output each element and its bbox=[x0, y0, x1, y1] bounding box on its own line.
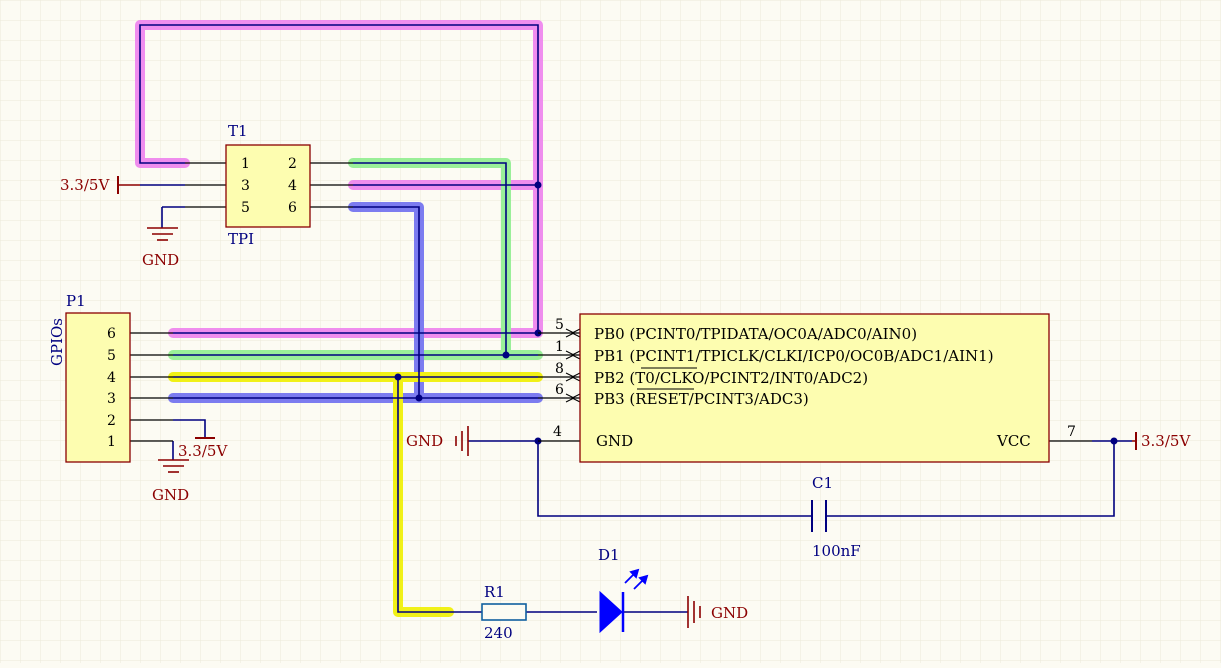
wire-c1-left[interactable] bbox=[537, 441, 812, 517]
junctions bbox=[394, 181, 1118, 445]
u1-pin-label-pb3: PB3 (RESET/PCINT3/ADC3) bbox=[594, 390, 809, 408]
u1-pin-label-pb2: PB2 (T0/CLKO/PCINT2/INT0/ADC2) bbox=[594, 369, 868, 387]
u1-vcc-power-label: 3.3/5V bbox=[1141, 432, 1191, 450]
u1-body[interactable] bbox=[579, 313, 1050, 463]
p1-pin-6: 6 bbox=[107, 326, 116, 342]
c1-value: 100nF bbox=[812, 542, 861, 560]
junction-dot bbox=[1110, 437, 1118, 445]
p1-pin-1: 1 bbox=[107, 434, 116, 450]
u1-pin-number-pb2: 8 bbox=[555, 361, 564, 377]
u1-gnd-label: GND bbox=[596, 432, 633, 450]
led-icon bbox=[599, 590, 623, 634]
t1-vcc-label: 3.3/5V bbox=[60, 176, 110, 194]
junction-dot bbox=[415, 394, 423, 402]
wire-t1-gnd[interactable] bbox=[161, 206, 185, 228]
u1-pin-number-pb1: 1 bbox=[555, 339, 564, 355]
t1-pin-4: 4 bbox=[288, 178, 297, 194]
r1-value: 240 bbox=[484, 624, 513, 642]
u1-vcc-label: VCC bbox=[996, 432, 1031, 450]
led-gnd-label: GND bbox=[711, 604, 748, 622]
wires bbox=[139, 24, 1132, 613]
c1-designator: C1 bbox=[812, 474, 833, 492]
junction-dot bbox=[394, 373, 402, 381]
p1-pin-4: 4 bbox=[107, 370, 116, 386]
junction-dot bbox=[502, 351, 510, 359]
u1-gnd-symbol[interactable]: GND bbox=[406, 426, 490, 456]
t1-pin-2: 2 bbox=[288, 156, 297, 172]
u1-pin-number-pb0: 5 bbox=[555, 317, 564, 333]
p1-pin-5: 5 bbox=[107, 348, 116, 364]
wire-tpidata[interactable] bbox=[139, 24, 539, 334]
wire-c1-right[interactable] bbox=[826, 441, 1115, 517]
p1-comment: GPIOs bbox=[48, 318, 66, 366]
component-t1[interactable]: T1 TPI 1 2 3 4 5 6 bbox=[185, 122, 353, 248]
component-u1[interactable]: 5 1 8 6 4 7 PB0 (PCINT0/TPIDATA/OC0A/ADC… bbox=[538, 313, 1092, 463]
t1-comment: TPI bbox=[228, 230, 254, 248]
t1-pin-3: 3 bbox=[241, 178, 250, 194]
p1-vcc-port[interactable]: 3.3/5V bbox=[178, 437, 228, 460]
component-d1[interactable]: D1 bbox=[598, 546, 649, 634]
u1-pin-label-pb1: PB1 (PCINT1/TPICLK/CLKI/ICP0/OC0B/ADC1/A… bbox=[594, 347, 994, 365]
t1-designator: T1 bbox=[228, 122, 248, 140]
t1-gnd-label: GND bbox=[142, 251, 179, 269]
p1-gnd-symbol[interactable]: GND bbox=[152, 459, 189, 504]
p1-vcc-label: 3.3/5V bbox=[178, 442, 228, 460]
u1-pin-number-vcc: 7 bbox=[1067, 424, 1076, 440]
u1-overbars bbox=[637, 367, 697, 390]
d1-designator: D1 bbox=[598, 546, 620, 564]
t1-body[interactable] bbox=[225, 144, 311, 228]
p1-pin-3: 3 bbox=[107, 391, 116, 407]
wire-reset[interactable] bbox=[173, 206, 538, 399]
wire-pb2[interactable] bbox=[173, 376, 538, 613]
junction-dot bbox=[534, 181, 542, 189]
p1-gnd-label: GND bbox=[152, 486, 189, 504]
u1-pin-label-pb0: PB0 (PCINT0/TPIDATA/OC0A/ADC0/AIN0) bbox=[594, 325, 917, 343]
led-gnd-symbol[interactable]: GND bbox=[687, 596, 748, 628]
u1-pin-number-gnd: 4 bbox=[553, 424, 562, 440]
component-r1[interactable]: R1 240 bbox=[481, 583, 527, 642]
u1-gnd-power-label: GND bbox=[406, 432, 443, 450]
p1-designator: P1 bbox=[66, 292, 86, 310]
component-p1[interactable]: P1 GPIOs 6 5 4 3 2 1 bbox=[48, 292, 173, 463]
p1-pin-2: 2 bbox=[107, 413, 116, 429]
p1-body[interactable] bbox=[65, 312, 131, 463]
t1-pin-5: 5 bbox=[241, 200, 250, 216]
component-c1[interactable]: C1 100nF bbox=[811, 474, 861, 560]
t1-pin-1: 1 bbox=[241, 156, 250, 172]
wire-p1-vcc[interactable] bbox=[173, 419, 206, 438]
light-emission-icon bbox=[624, 568, 649, 590]
r1-body[interactable] bbox=[481, 603, 527, 621]
u1-pin-number-pb3: 6 bbox=[555, 382, 564, 398]
wire-tpiclk[interactable] bbox=[173, 162, 538, 356]
t1-gnd-symbol[interactable]: GND bbox=[142, 227, 179, 269]
t1-pin-6: 6 bbox=[288, 200, 297, 216]
u1-vcc-port[interactable]: 3.3/5V bbox=[1132, 432, 1191, 450]
r1-designator: R1 bbox=[484, 583, 505, 601]
t1-vcc-port[interactable]: 3.3/5V bbox=[60, 176, 140, 194]
